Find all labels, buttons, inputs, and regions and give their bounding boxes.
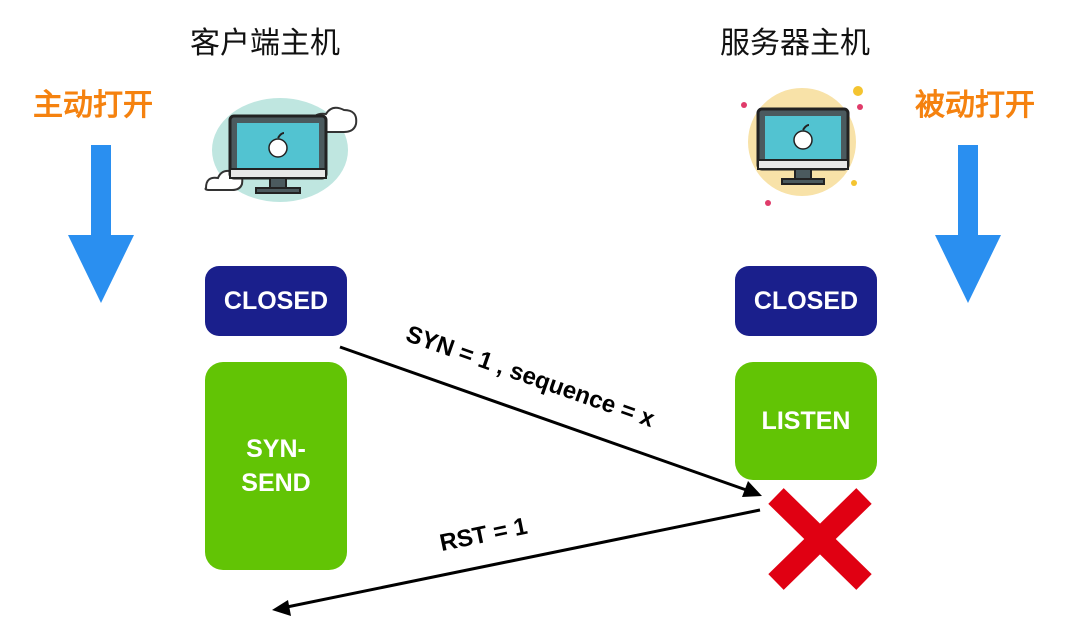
server-listen-state: LISTEN — [735, 362, 877, 480]
passive-open-label: 被动打开 — [915, 88, 1035, 123]
client-closed-state: CLOSED — [205, 266, 347, 336]
server-host-title: 服务器主机 — [720, 26, 870, 61]
active-open-label: 主动打开 — [33, 88, 153, 123]
server-closed-state: CLOSED — [735, 266, 877, 336]
passive-open-down-arrow-icon — [935, 145, 1001, 303]
reject-x-icon — [768, 488, 872, 590]
client-host-title: 客户端主机 — [190, 26, 340, 61]
server-computer-icon — [741, 86, 863, 206]
client-computer-icon — [204, 98, 358, 202]
syn-arrow — [339, 345, 762, 497]
client-syn-send-state: SYN- SEND — [205, 362, 347, 570]
active-open-down-arrow-icon — [68, 145, 134, 303]
rst-arrow — [272, 508, 761, 616]
